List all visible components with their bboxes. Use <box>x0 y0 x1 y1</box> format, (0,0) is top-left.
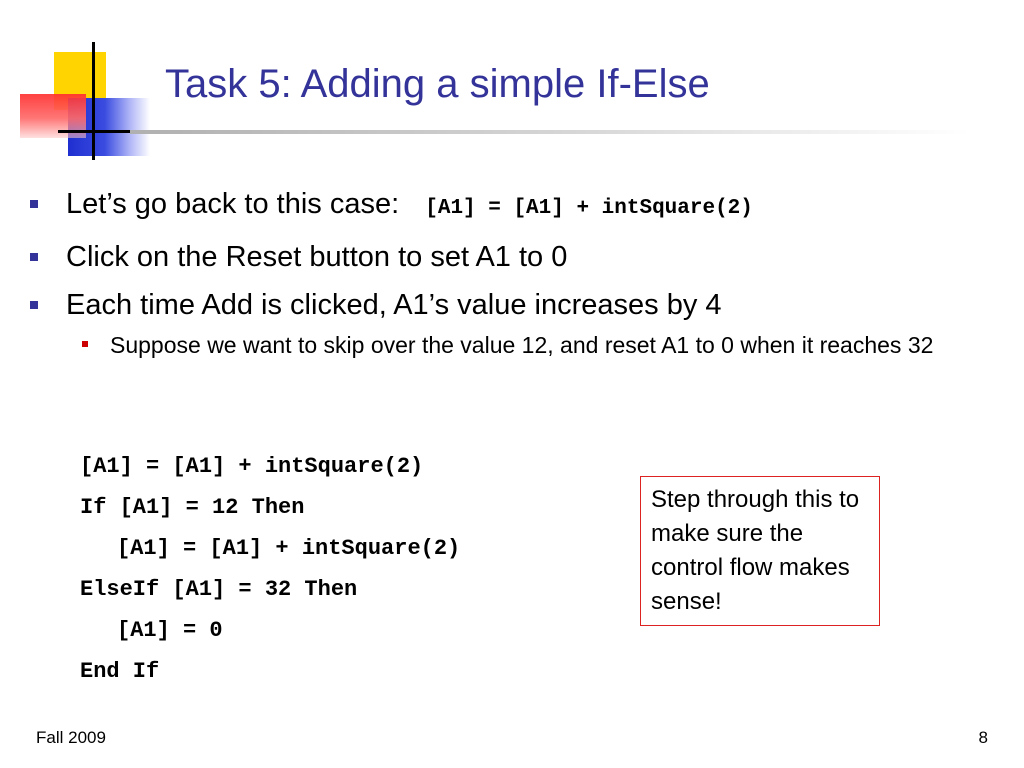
code-line: If [A1] = 12 Then <box>80 495 305 520</box>
note-box: Step through this to make sure the contr… <box>640 476 880 626</box>
code-line: [A1] = 0 <box>117 618 223 643</box>
subbullet-item: Suppose we want to skip over the value 1… <box>30 329 1010 361</box>
bullet-text: Click on the Reset button to set A1 to 0 <box>66 241 568 273</box>
inline-code: [A1] = [A1] + intSquare(2) <box>425 197 753 220</box>
bullet-text: Let’s go back to this case: <box>66 188 400 220</box>
slide-logo <box>0 0 160 165</box>
bullet-item: Click on the Reset button to set A1 to 0 <box>30 239 1010 275</box>
bullet-square-icon <box>30 301 38 309</box>
code-line: End If <box>80 659 160 684</box>
logo-vertical-line <box>92 42 95 160</box>
code-line: [A1] = [A1] + intSquare(2) <box>80 454 424 479</box>
slide-title: Task 5: Adding a simple If-Else <box>165 62 710 106</box>
logo-horizontal-line <box>58 130 160 133</box>
subbullet-text: Suppose we want to skip over the value 1… <box>110 332 934 358</box>
bullet-list: Let’s go back to this case: [A1] = [A1] … <box>30 186 1010 361</box>
subbullet-square-icon <box>82 341 88 347</box>
bullet-item: Each time Add is clicked, A1’s value inc… <box>30 287 1010 323</box>
page-number: 8 <box>978 728 988 747</box>
bullet-item: Let’s go back to this case: [A1] = [A1] … <box>30 186 1010 227</box>
footer-date: Fall 2009 <box>36 728 106 747</box>
bullet-square-icon <box>30 200 38 208</box>
code-line: ElseIf [A1] = 32 Then <box>80 577 358 602</box>
bullet-square-icon <box>30 253 38 261</box>
code-line: [A1] = [A1] + intSquare(2) <box>117 536 461 561</box>
title-underline <box>130 130 970 134</box>
code-block: [A1] = [A1] + intSquare(2) If [A1] = 12 … <box>80 446 460 692</box>
bullet-text: Each time Add is clicked, A1’s value inc… <box>66 289 722 321</box>
